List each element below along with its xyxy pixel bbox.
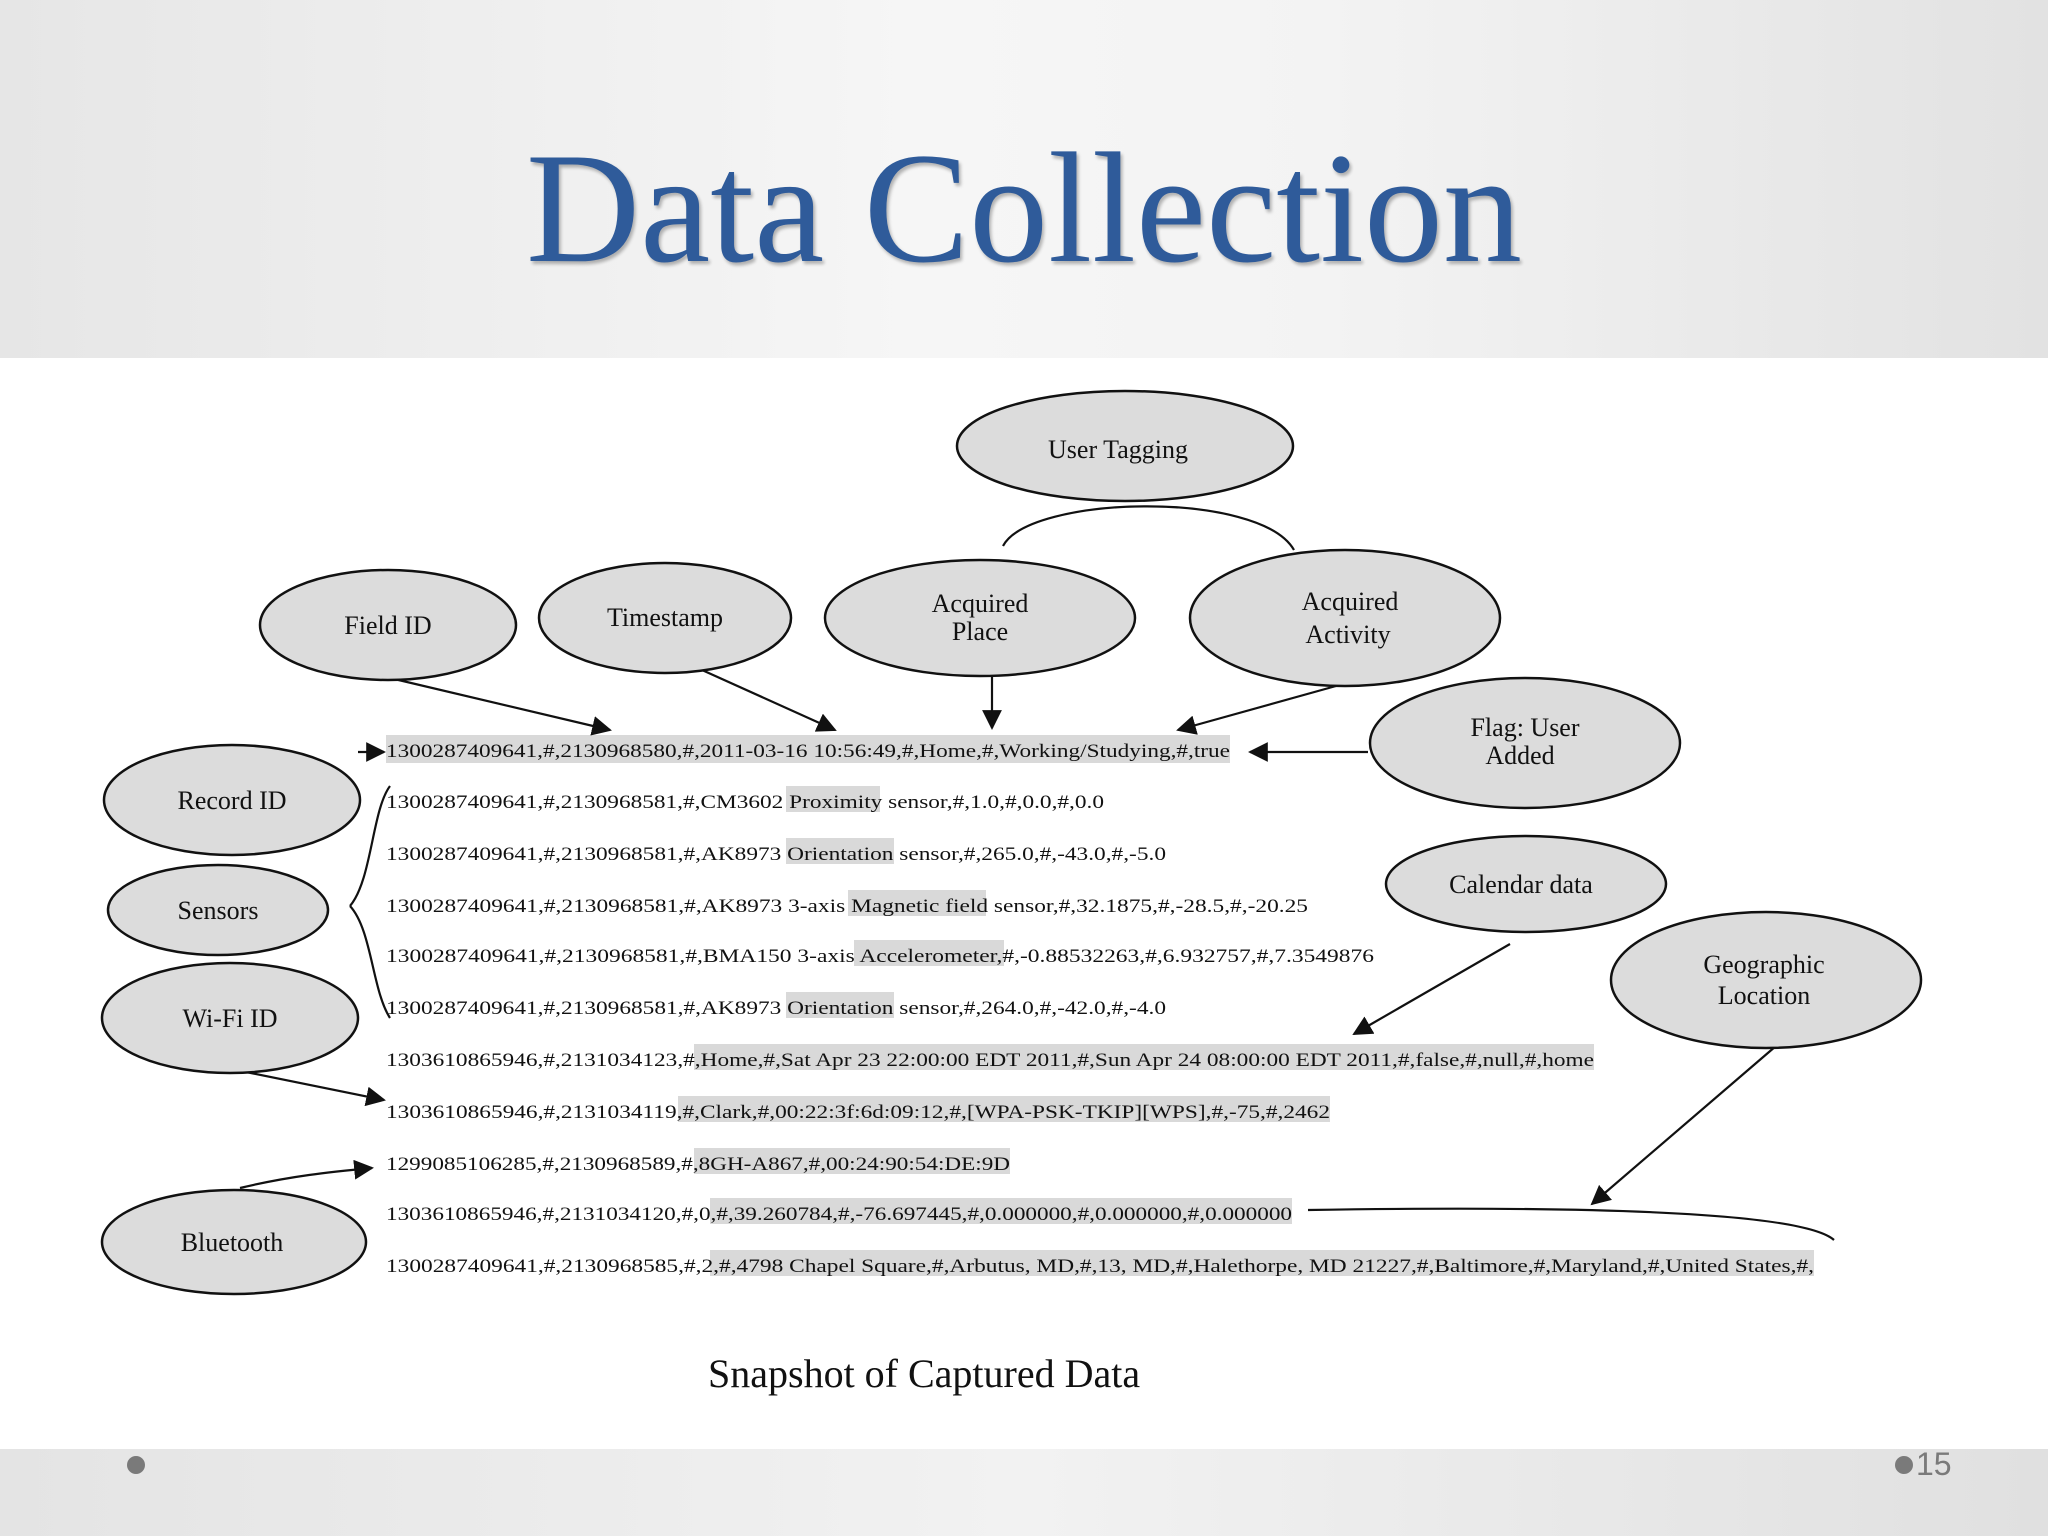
node-flag-user-added-label-2: Added	[1485, 741, 1554, 770]
record-line: 1303610865946,#,2131034123,#,Home,#,Sat …	[386, 1050, 1594, 1071]
acquired-activity-arrow	[1176, 684, 1337, 735]
node-sensors: Sensors	[106, 863, 330, 957]
node-geographic-location: Geographic Location	[1609, 910, 1923, 1050]
node-timestamp: Timestamp	[537, 561, 793, 675]
user-tagging-bracket	[1002, 505, 1295, 551]
record-line: 1300287409641,#,2130968580,#,2011-03-16 …	[386, 741, 1230, 762]
timestamp-arrow	[701, 668, 837, 732]
record-line: 1299085106285,#,2130968589,#,8GH-A867,#,…	[386, 1154, 1010, 1175]
node-wifi-id-label: Wi-Fi ID	[183, 1004, 278, 1033]
sensors-brace-upper	[349, 785, 391, 907]
node-acquired-activity-label-1: Acquired	[1302, 587, 1399, 616]
node-acquired-place-label-1: Acquired	[932, 589, 1029, 618]
slide-footer	[0, 1449, 2048, 1536]
node-bluetooth: Bluetooth	[100, 1188, 368, 1296]
data-collection-diagram: User Tagging Field ID Timestamp Acquired…	[100, 389, 1923, 1296]
node-user-tagging-label: User Tagging	[1048, 435, 1188, 464]
node-record-id: Record ID	[102, 743, 362, 857]
record-highlights	[386, 735, 1814, 1276]
node-user-tagging: User Tagging	[955, 389, 1295, 503]
record-line: 1300287409641,#,2130968581,#,CM3602 Prox…	[386, 792, 1104, 813]
record-line: 1300287409641,#,2130968581,#,AK8973 Orie…	[386, 844, 1166, 865]
slide-title: Data Collection	[526, 121, 1522, 296]
record-line: 1300287409641,#,2130968581,#,BMA150 3-ax…	[386, 946, 1374, 967]
record-line: 1300287409641,#,2130968581,#,AK8973 Orie…	[386, 998, 1166, 1019]
node-acquired-place-label-2: Place	[952, 617, 1008, 646]
sensors-brace-lower	[349, 905, 391, 1019]
geographic-location-arrow	[1590, 1045, 1777, 1206]
captured-records: 1300287409641,#,2130968580,#,2011-03-16 …	[386, 741, 1814, 1277]
diagram-caption: Snapshot of Captured Data	[708, 1351, 1141, 1396]
node-calendar-data: Calendar data	[1384, 834, 1668, 934]
node-geographic-location-label-1: Geographic	[1703, 950, 1824, 979]
node-geographic-location-label-2: Location	[1718, 981, 1810, 1010]
node-sensors-label: Sensors	[178, 896, 259, 925]
calendar-data-arrow	[1352, 943, 1511, 1035]
node-record-id-label: Record ID	[177, 786, 286, 815]
bluetooth-arrow	[239, 1159, 374, 1190]
record-line: 1303610865946,#,2131034120,#,0,#,39.2607…	[386, 1204, 1292, 1225]
field-id-arrow	[389, 676, 612, 736]
node-acquired-place: Acquired Place	[823, 558, 1137, 678]
record-line: 1300287409641,#,2130968581,#,AK8973 3-ax…	[386, 896, 1308, 917]
node-calendar-data-label: Calendar data	[1449, 870, 1593, 899]
connectors	[239, 505, 1835, 1241]
node-bluetooth-label: Bluetooth	[181, 1228, 284, 1257]
record-line: 1303610865946,#,2131034119,#,Clark,#,00:…	[386, 1102, 1330, 1123]
geographic-location-bracket	[1307, 1207, 1835, 1241]
slide-header: Data Collection	[0, 0, 2048, 358]
node-acquired-activity: Acquired Activity	[1188, 548, 1502, 688]
node-flag-user-added-label-1: Flag: User	[1470, 713, 1579, 742]
footer-bullet-icon	[1895, 1456, 1913, 1474]
node-field-id-label: Field ID	[344, 611, 431, 640]
footer-bullet-icon	[127, 1456, 145, 1474]
wifi-id-arrow	[245, 1070, 386, 1107]
node-wifi-id: Wi-Fi ID	[100, 961, 360, 1075]
page-number: 15	[1916, 1446, 1952, 1482]
node-flag-user-added: Flag: User Added	[1368, 676, 1682, 810]
node-field-id: Field ID	[258, 568, 518, 682]
node-acquired-activity-label-2: Activity	[1305, 620, 1390, 649]
node-timestamp-label: Timestamp	[607, 603, 723, 632]
record-line: 1300287409641,#,2130968585,#,2,#,4798 Ch…	[386, 1256, 1814, 1277]
